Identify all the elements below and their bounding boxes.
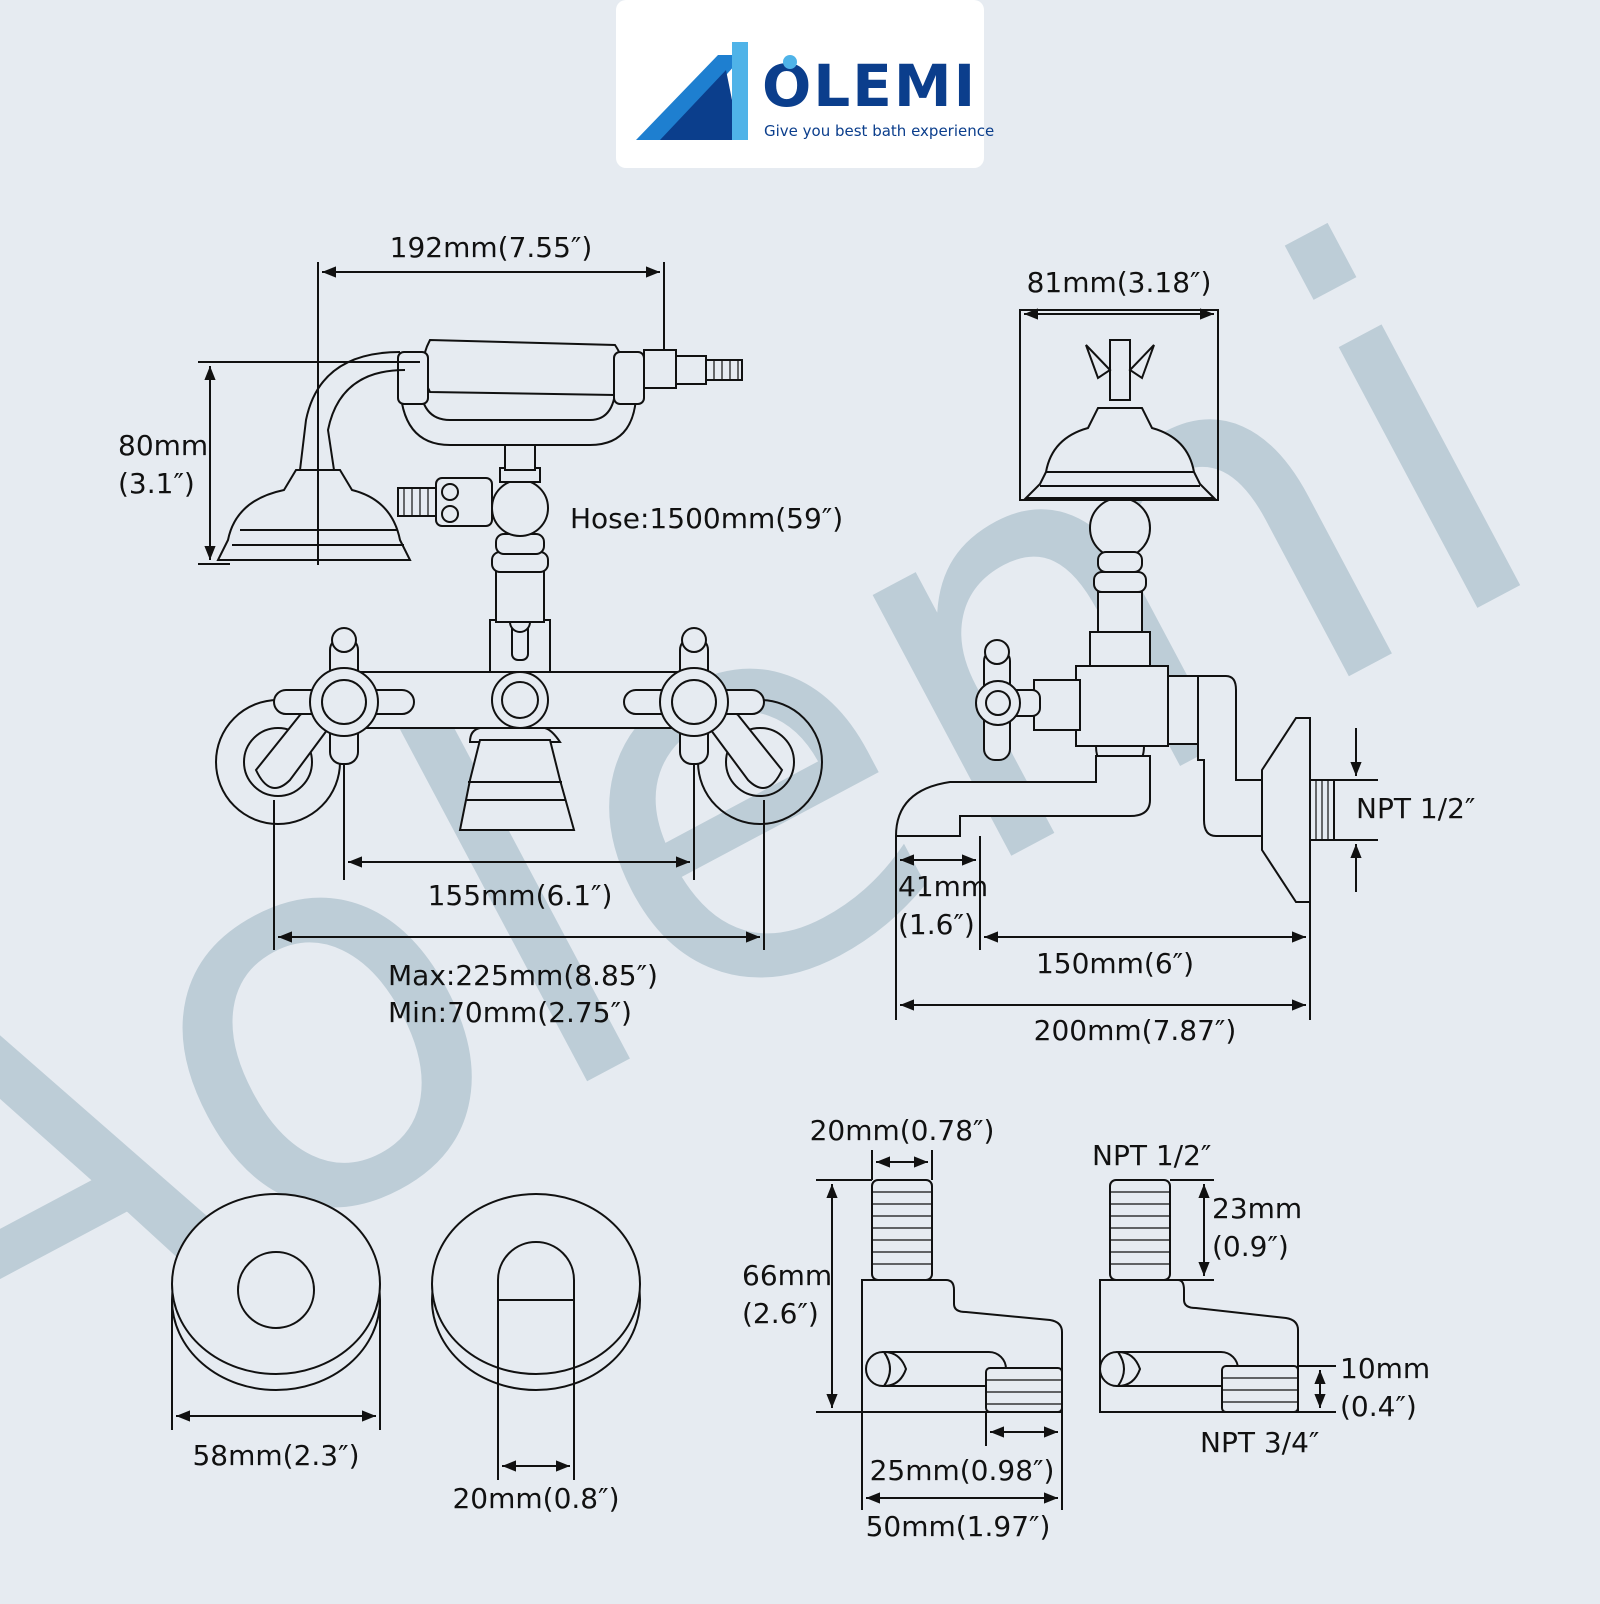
flange-views: 20mm(0.8″) 58mm(2.3″) xyxy=(171,1193,641,1515)
dim-front-height-in: (3.1″) xyxy=(118,467,195,500)
front-dimensions: 192mm(7.55″) 80mm (3.1″) Hose:1500mm(59″… xyxy=(118,231,843,1029)
dim-side-spout-mm: 41mm xyxy=(898,870,988,903)
dim-connector2-thread-mm: 23mm xyxy=(1212,1192,1302,1225)
dim-min-spacing: Min:70mm(2.75″) xyxy=(388,996,632,1029)
dim-connector2-outlet-in: (0.4″) xyxy=(1340,1390,1417,1423)
connector-view-2 xyxy=(1099,1179,1299,1413)
cross-handle-left xyxy=(273,627,415,765)
dim-connector-width: 20mm(0.78″) xyxy=(810,1114,995,1147)
dim-connector-offset: 25mm(0.98″) xyxy=(870,1454,1055,1487)
dim-front-width: 192mm(7.55″) xyxy=(390,231,593,264)
dim-max-spacing: Max:225mm(8.85″) xyxy=(388,959,658,992)
dim-center-spacing: 155mm(6.1″) xyxy=(428,879,613,912)
logo-a-mark-icon xyxy=(636,42,748,140)
connector-view-1 xyxy=(861,1179,1063,1413)
dim-connector2-npt-top: NPT 1/2″ xyxy=(1092,1139,1211,1172)
dim-side-depth: 200mm(7.87″) xyxy=(1034,1014,1237,1047)
dim-side-npt: NPT 1/2″ xyxy=(1356,792,1475,825)
dim-flange-diameter: 58mm(2.3″) xyxy=(192,1439,359,1472)
connector-2-dimensions: NPT 1/2″ 23mm (0.9″) 10mm (0.4″) NPT 3/4… xyxy=(1092,1139,1430,1459)
dim-connector-height-in: (2.6″) xyxy=(742,1297,819,1330)
side-dimensions: 81mm(3.18″) NPT 1/2″ 41mm (1.6″) 150mm(6… xyxy=(895,266,1475,1047)
dim-front-height-mm: 80mm xyxy=(118,429,208,462)
dim-connector-total: 50mm(1.97″) xyxy=(866,1510,1051,1543)
connector-1-dimensions: 20mm(0.78″) 66mm (2.6″) 25mm(0.98″) 50mm… xyxy=(742,1114,1063,1543)
logo-wordmark: OLEMI xyxy=(762,52,977,120)
dim-connector2-outlet-mm: 10mm xyxy=(1340,1352,1430,1385)
dim-connector-height-mm: 66mm xyxy=(742,1259,832,1292)
dim-connector2-thread-in: (0.9″) xyxy=(1212,1230,1289,1263)
dim-side-width: 81mm(3.18″) xyxy=(1027,266,1212,299)
dim-connector2-npt-bottom: NPT 3/4″ xyxy=(1200,1426,1319,1459)
dim-flange-hole: 20mm(0.8″) xyxy=(452,1482,619,1515)
dim-side-reach: 150mm(6″) xyxy=(1036,947,1194,980)
dim-hose-length: Hose:1500mm(59″) xyxy=(570,502,843,535)
dim-side-spout-in: (1.6″) xyxy=(898,908,975,941)
logo-bubble-icon xyxy=(783,55,797,69)
brand-logo: OLEMI Give you best bath experience xyxy=(616,0,994,168)
faucet-side-view xyxy=(894,339,1335,903)
logo-tagline: Give you best bath experience xyxy=(764,122,994,140)
